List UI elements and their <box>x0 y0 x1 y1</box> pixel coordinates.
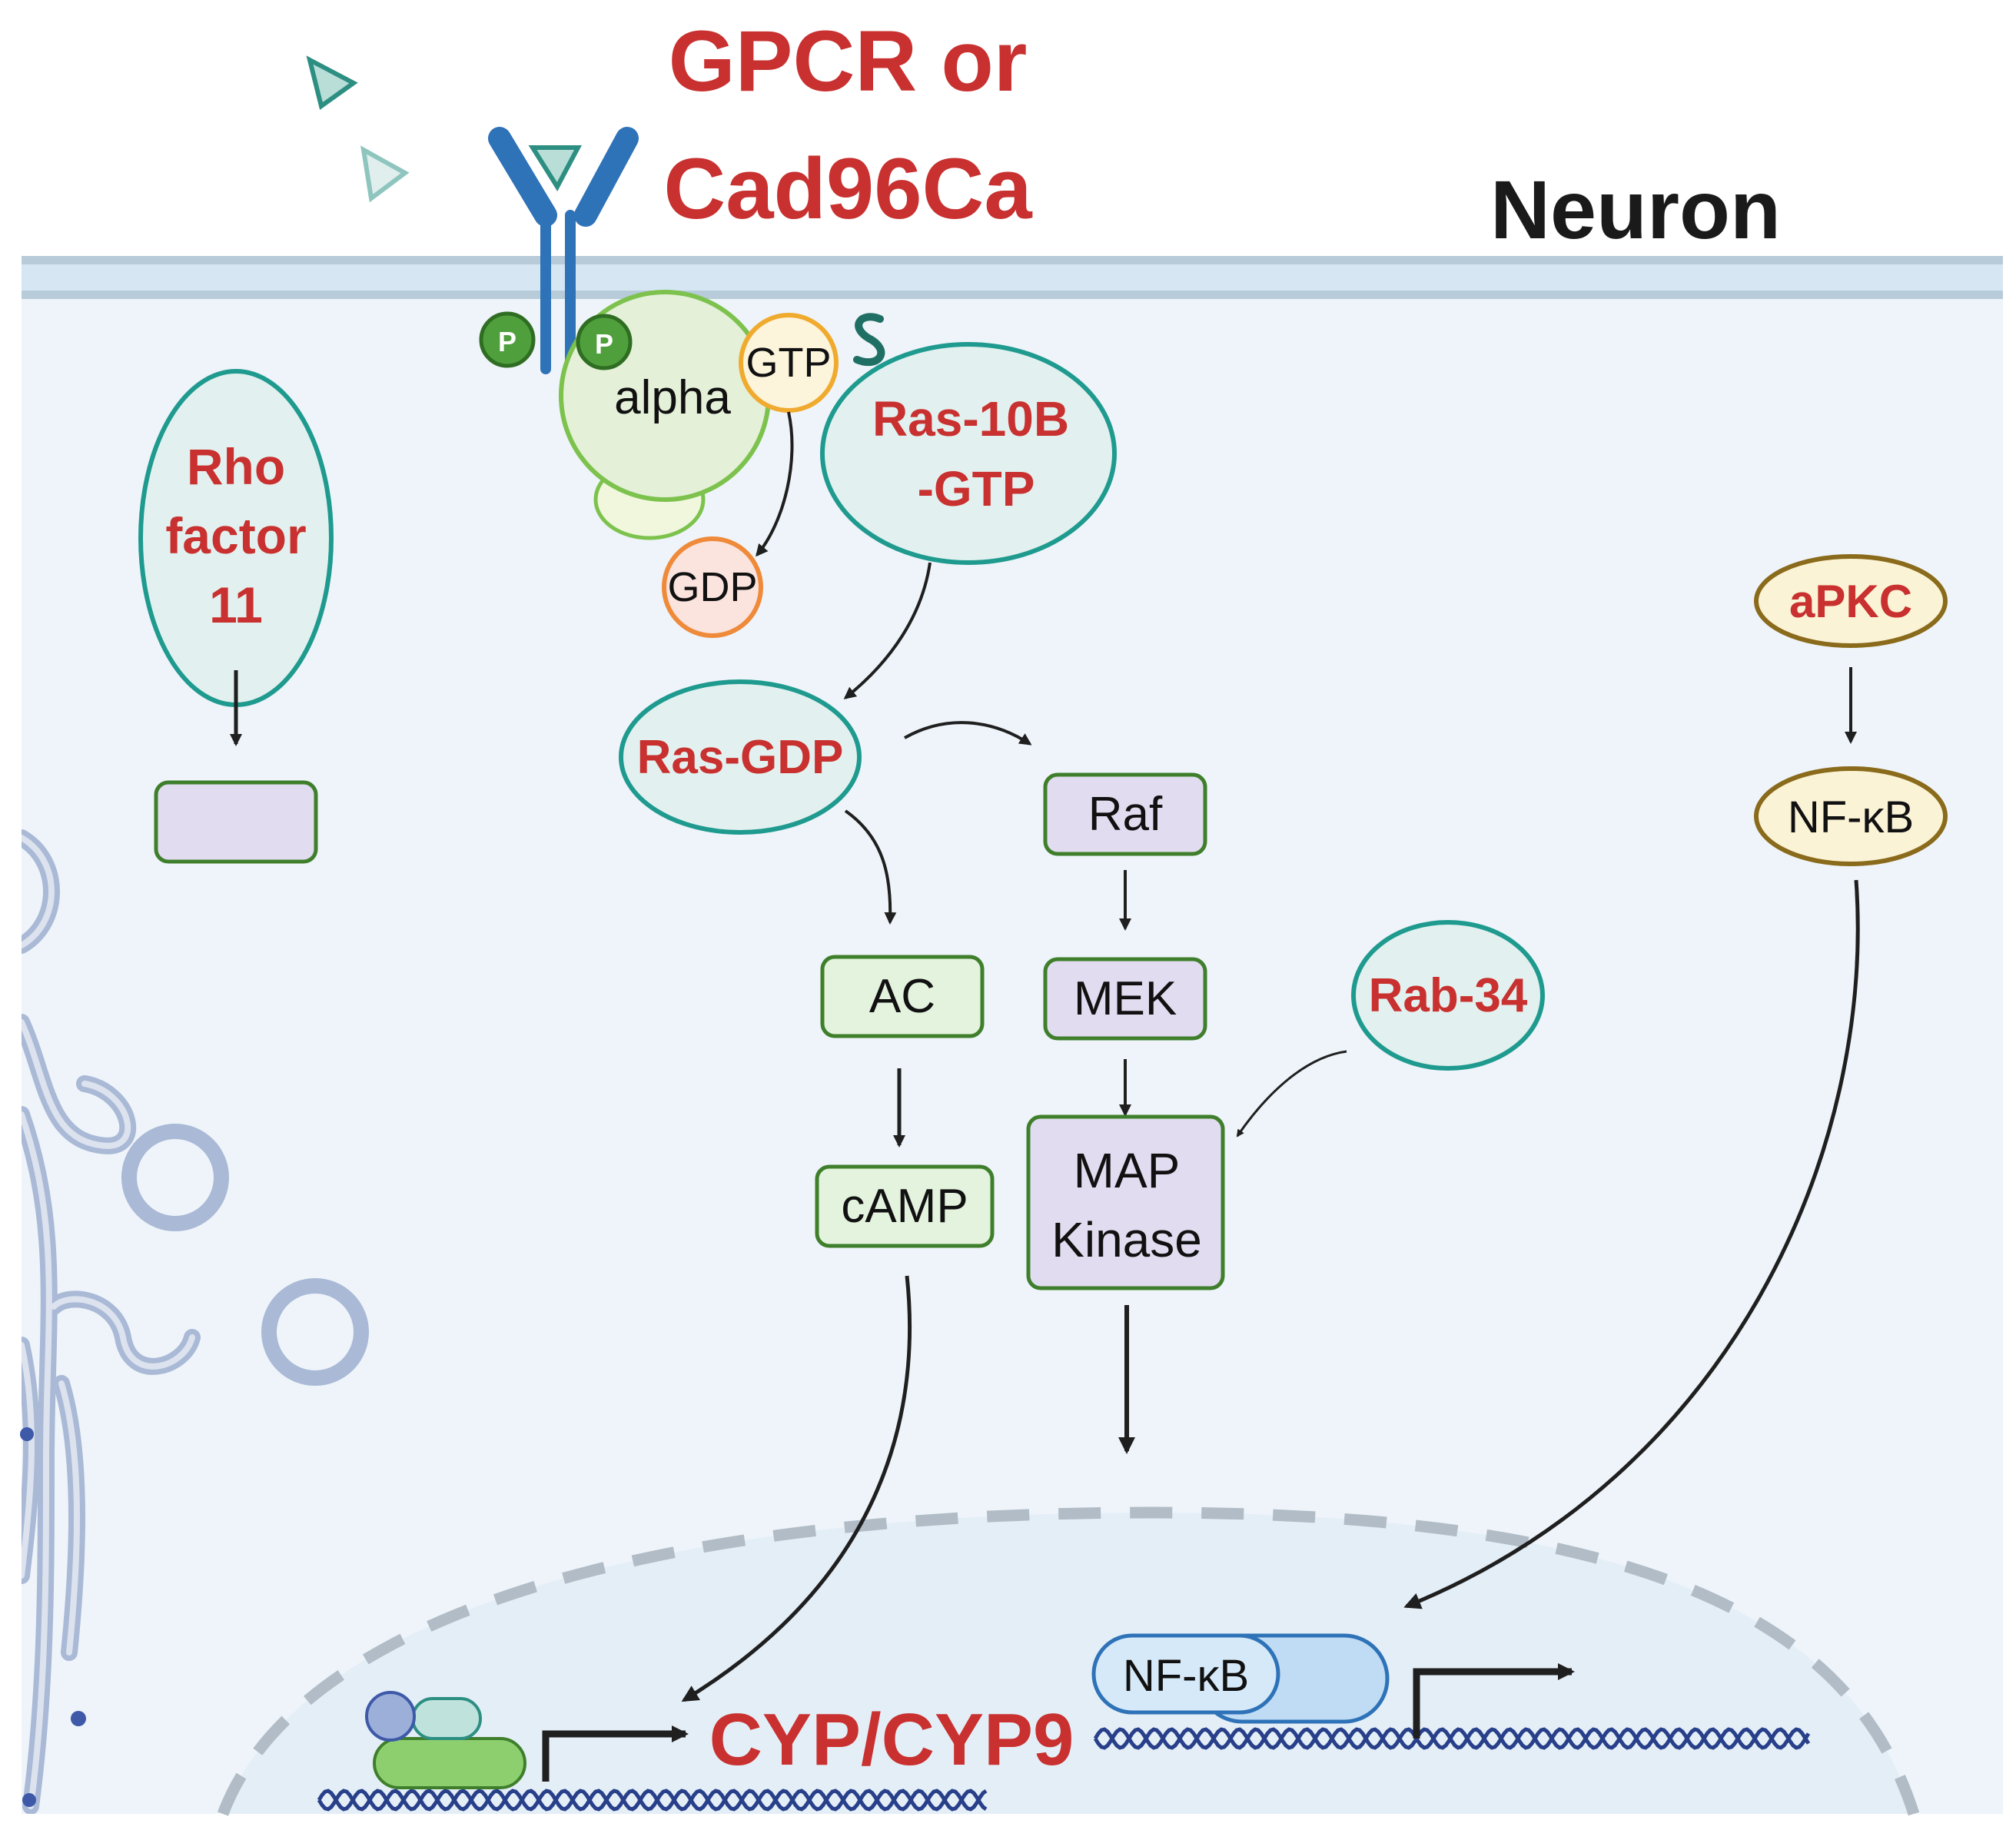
ras10b-gtp-node <box>820 342 1117 565</box>
camp-node <box>815 1164 995 1248</box>
receptor-icon <box>488 127 639 374</box>
ligand-triangle-icon <box>306 55 358 111</box>
apkc-node <box>1754 554 1948 648</box>
rho-label-2: factor <box>165 507 306 564</box>
gtp-to-gdp-arrow <box>756 411 794 557</box>
dna-strand-right <box>1093 1727 1811 1750</box>
raf-node <box>1043 772 1207 856</box>
mek-label: MEK <box>1074 972 1177 1025</box>
tf-complex-top <box>411 1697 482 1740</box>
transcription-arrow-icon <box>1413 1663 1575 1739</box>
svg-text:P: P <box>595 328 613 360</box>
raf-label: Raf <box>1088 788 1163 841</box>
transcription-arrow-icon <box>542 1725 689 1782</box>
gdp-label: GDP <box>667 564 757 610</box>
ras-gdp-label: Ras-GDP <box>637 731 844 784</box>
rasgdp-to-ac-arrow <box>844 809 897 925</box>
title-line1: GPCR or <box>669 13 1028 109</box>
rab34-to-map-arrow <box>1236 1050 1347 1138</box>
ribosome <box>20 1427 34 1441</box>
title-line2: Cad96Ca <box>663 141 1032 237</box>
ligand-triangle-icon <box>360 145 410 203</box>
ras10b-label-2: -GTP <box>918 461 1035 516</box>
dna-strand-left <box>317 1789 988 1812</box>
cell-membrane <box>22 256 2003 299</box>
rho-label-1: Rho <box>187 438 285 495</box>
rho-target-box <box>154 780 318 864</box>
tf-complex-ball <box>365 1691 416 1742</box>
camp-to-gene-arrow <box>681 1275 912 1702</box>
ribosome <box>71 1711 86 1726</box>
rab34-node <box>1351 920 1545 1071</box>
nfkb-nuclear-label: NF-κB <box>1123 1651 1249 1701</box>
camp-label: cAMP <box>841 1180 968 1233</box>
nucleus <box>217 1506 1920 1816</box>
tf-complex-base <box>373 1737 526 1789</box>
rho-label-3: 11 <box>209 576 263 633</box>
ras-gdp-node <box>619 679 862 835</box>
phospho-group: P <box>576 314 633 370</box>
ras10b-label-1: Ras-10B <box>872 391 1069 447</box>
alpha-label: alpha <box>614 371 731 424</box>
rasgdp-to-raf-arrow <box>904 721 1032 746</box>
svg-text:P: P <box>498 326 516 357</box>
mek-node <box>1043 957 1207 1041</box>
vesicle <box>261 1278 369 1386</box>
ligand-triangle-icon <box>528 145 582 191</box>
gdp-node <box>662 536 763 638</box>
er-organelle-stroke <box>22 835 195 1809</box>
ac-label: AC <box>869 970 935 1023</box>
gene-label: CYP/CYP9 <box>709 1699 1074 1781</box>
map-kinase-label-2: Kinase <box>1051 1212 1202 1267</box>
map-kinase-label-1: MAP <box>1074 1143 1181 1198</box>
nfkb-to-nucleus-arrow <box>1403 879 1860 1609</box>
gtp-node <box>739 313 839 413</box>
gtp-label: GTP <box>746 340 831 386</box>
rab34-label: Rab-34 <box>1369 969 1528 1022</box>
ac-node <box>820 955 985 1038</box>
nfkb-label: NF-κB <box>1788 792 1914 842</box>
ribosome <box>22 1793 36 1807</box>
lipid-anchor-icon <box>853 313 885 367</box>
phospho-group: P <box>479 311 536 368</box>
nfkb-node <box>1754 766 1948 866</box>
vesicle <box>121 1124 229 1231</box>
cell-label: Neuron <box>1490 163 1781 256</box>
nfkb-nuclear-node <box>1091 1633 1280 1715</box>
map-kinase-node <box>1026 1114 1225 1290</box>
ras10b-to-rasgdp-arrow <box>843 562 932 699</box>
apkc-label: aPKC <box>1789 576 1912 627</box>
